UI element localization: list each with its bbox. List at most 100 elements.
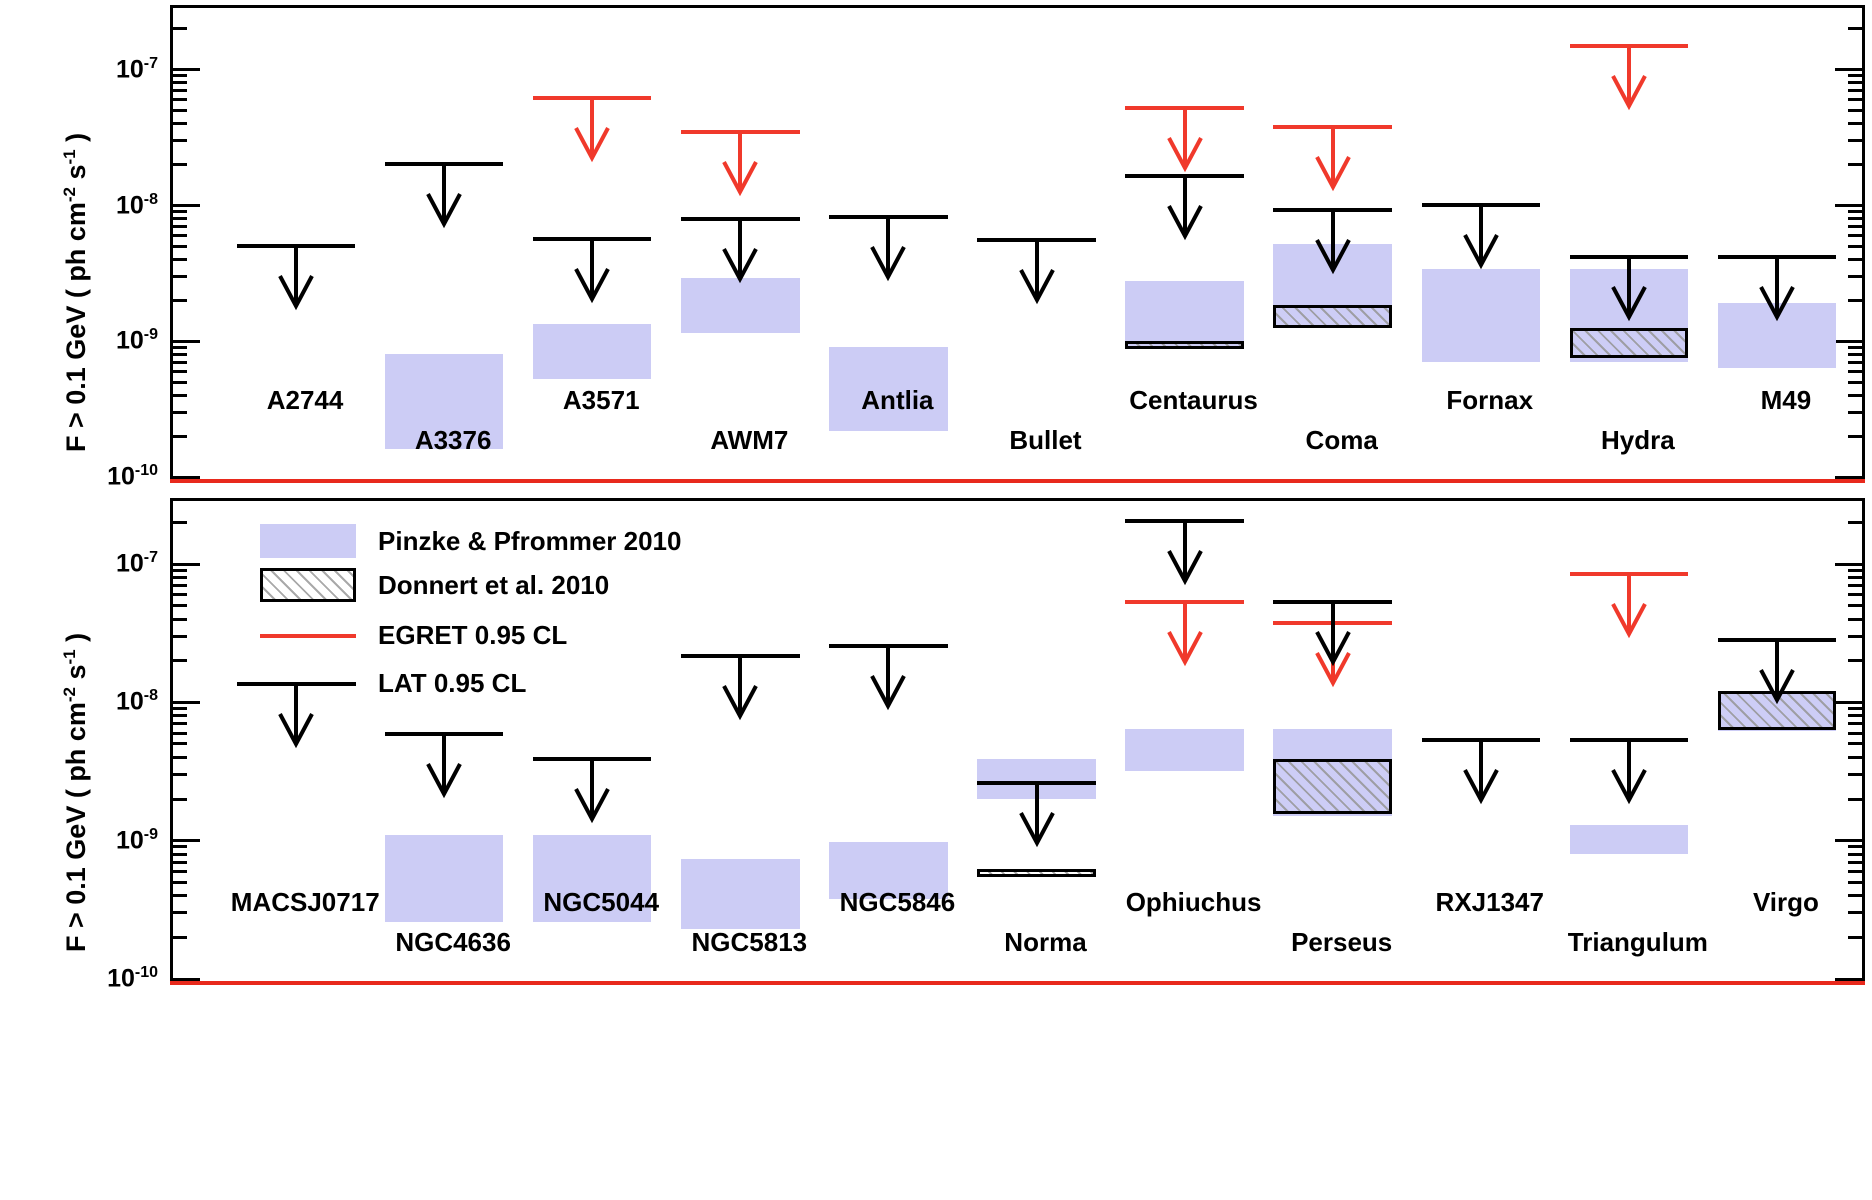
y-tick-label: 10-7: [115, 549, 158, 578]
y-tick-minor: [1848, 234, 1865, 238]
y-tick-minor: [170, 498, 187, 500]
y-tick-minor: [1848, 797, 1865, 801]
cluster-label-antlia: Antlia: [861, 385, 934, 415]
y-tick-minor: [1848, 345, 1865, 349]
egret-arrow-triangulum: [1611, 572, 1647, 639]
egret-arrow-awm7: [722, 129, 759, 197]
y-tick-minor: [170, 139, 187, 143]
cluster-label-centaurus: Centaurus: [1129, 385, 1258, 415]
y-tick-minor: [1848, 393, 1865, 397]
y-tick-minor: [170, 860, 187, 864]
y-tick-minor: [1848, 731, 1865, 735]
y-tick-minor: [170, 755, 187, 759]
pinzke-band-a3376: [384, 354, 504, 450]
y-tick-minor: [170, 98, 187, 102]
y-tick-minor: [170, 659, 187, 663]
y-tick-minor: [1848, 707, 1865, 711]
lat-arrow-ngc5813: [722, 653, 759, 720]
y-tick-minor: [170, 714, 187, 718]
pinzke-band-ngc5044: [532, 834, 652, 922]
lat-arrow-m49: [1759, 255, 1795, 322]
y-tick-label: 10-10: [107, 462, 158, 491]
y-tick-minor: [1848, 109, 1865, 113]
y-tick-minor: [1848, 520, 1865, 524]
cluster-label-perseus: Perseus: [1291, 927, 1393, 957]
legend-swatch-donnert: [260, 568, 356, 602]
y-tick-minor: [170, 869, 187, 873]
lat-arrow-a3376: [426, 161, 462, 229]
egret-arrow-centaurus: [1166, 106, 1203, 173]
y-tick-minor: [1848, 634, 1865, 638]
lat-arrow-a3571: [574, 236, 610, 303]
y-tick-minor: [1848, 217, 1865, 221]
lat-arrow-fornax: [1463, 202, 1499, 269]
lat-arrow-ngc5846: [870, 643, 907, 711]
y-tick-minor: [170, 393, 187, 397]
legend-row-egret: EGRET 0.95 CL: [260, 620, 567, 651]
y-tick-label: 10-10: [107, 964, 158, 993]
y-tick-minor: [1848, 298, 1865, 302]
donnert-band-centaurus: [1125, 341, 1244, 350]
y-tick-minor: [170, 27, 187, 31]
y-tick-minor: [1848, 139, 1865, 143]
y-tick-minor: [170, 880, 187, 884]
cluster-label-triangulum: Triangulum: [1567, 927, 1708, 957]
lat-arrow-bullet: [1018, 237, 1055, 304]
y-tick-minor: [170, 81, 187, 85]
y-tick-minor: [1848, 583, 1865, 587]
y-tick-minor: [170, 298, 187, 302]
cluster-label-rxj1347: RXJ1347: [1435, 887, 1544, 917]
pinzke-band-a3571: [532, 323, 652, 379]
y-tick-minor: [170, 911, 187, 915]
y-tick-minor: [170, 5, 187, 7]
legend-row-pinzke: Pinzke & Pfrommer 2010: [260, 524, 681, 558]
y-tick-minor: [1848, 894, 1865, 898]
egret-arrow-coma: [1314, 125, 1351, 192]
y-tick-minor: [1848, 89, 1865, 93]
y-tick-minor: [170, 520, 187, 524]
y-tick-major: [1835, 700, 1865, 704]
y-tick-major: [1835, 977, 1865, 981]
cluster-label-bullet: Bullet: [1009, 425, 1082, 455]
y-tick-minor: [170, 797, 187, 801]
cluster-label-coma: Coma: [1305, 425, 1378, 455]
y-tick-minor: [1848, 380, 1865, 384]
cluster-label-a3571: A3571: [562, 385, 640, 415]
cluster-label-hydra: Hydra: [1601, 425, 1675, 455]
lat-arrow-rxj1347: [1463, 738, 1499, 805]
y-tick-minor: [170, 225, 187, 229]
lat-arrow-triangulum: [1611, 738, 1647, 805]
y-tick-minor: [170, 360, 187, 364]
y-tick-minor: [170, 935, 187, 939]
cluster-label-fornax: Fornax: [1446, 385, 1534, 415]
egret-arrow-hydra: [1611, 43, 1647, 111]
y-tick-label: 10-8: [115, 687, 158, 716]
pinzke-band-antlia: [829, 347, 948, 431]
y-tick-minor: [1848, 773, 1865, 777]
y-tick-minor: [1848, 911, 1865, 915]
lat-arrow-coma: [1314, 207, 1351, 275]
y-tick-minor: [170, 434, 187, 438]
donnert-band-perseus: [1273, 758, 1392, 815]
y-tick-minor: [170, 369, 187, 373]
y-tick-minor: [1848, 410, 1865, 414]
y-tick-major: [1835, 839, 1865, 843]
pinzke-band-ophiuchus: [1125, 729, 1244, 771]
donnert-band-coma: [1273, 304, 1392, 329]
y-tick-minor: [1848, 122, 1865, 126]
y-tick-minor: [170, 731, 187, 735]
y-tick-minor: [1848, 434, 1865, 438]
egret-arrow-a3571: [574, 96, 610, 163]
y-tick-minor: [1848, 5, 1865, 7]
lat-arrow-norma: [1018, 780, 1055, 848]
y-tick-minor: [170, 258, 187, 262]
y-tick-minor: [1848, 575, 1865, 579]
legend-label-donnert: Donnert et al. 2010: [378, 569, 610, 600]
y-tick-minor: [170, 722, 187, 726]
y-tick-minor: [1848, 360, 1865, 364]
y-tick-minor: [1848, 852, 1865, 856]
y-tick-minor: [170, 617, 187, 621]
y-tick-minor: [1848, 27, 1865, 31]
